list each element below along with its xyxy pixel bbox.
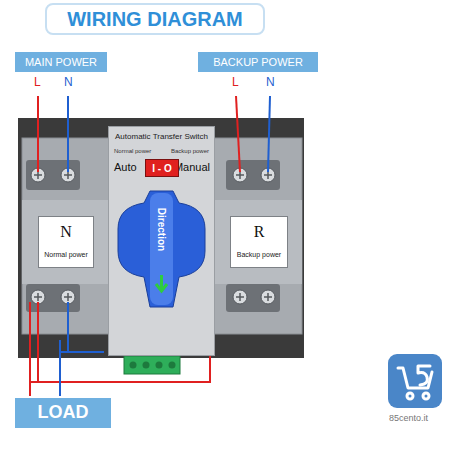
line-terminal-letter: L bbox=[34, 76, 41, 89]
screw-slot bbox=[64, 293, 72, 301]
back-plate bbox=[18, 118, 304, 358]
backup-power-band: BACKUP POWER bbox=[198, 52, 318, 72]
switch-panel: Automatic Transfer SwitchNormal power Bac… bbox=[108, 126, 215, 356]
screw-slot bbox=[264, 293, 272, 301]
node-text: I - O bbox=[152, 163, 171, 174]
logo-text: 85cento.it bbox=[389, 414, 428, 424]
screw bbox=[261, 290, 275, 304]
node-text: Backup power bbox=[237, 251, 281, 259]
normal-power-box: N Normal power bbox=[38, 216, 94, 268]
logo-tile bbox=[388, 354, 442, 408]
main-power-band: MAIN POWER bbox=[15, 52, 107, 72]
rocker-switch: I - O bbox=[145, 159, 179, 177]
node-text: Backup power bbox=[171, 148, 209, 155]
left-module bbox=[22, 138, 110, 334]
node-text: Automatic Transfer Switch bbox=[115, 133, 208, 142]
left-module-face bbox=[22, 200, 110, 284]
node-text: Auto bbox=[114, 161, 137, 173]
title-box: WIRING DIAGRAM bbox=[45, 3, 265, 35]
node-text: R bbox=[254, 223, 265, 241]
right-module-face bbox=[214, 200, 302, 284]
rotary-knob: Direction bbox=[114, 189, 209, 309]
node-text: Manual bbox=[174, 161, 210, 173]
node-text: LOAD bbox=[38, 403, 89, 423]
screw-slot bbox=[236, 293, 244, 301]
signal-terminal-block bbox=[124, 356, 180, 374]
node-text: Normal power bbox=[114, 148, 151, 155]
logo-cart bbox=[398, 366, 432, 399]
neutral-terminal-letter: N bbox=[266, 76, 275, 89]
screw-slot bbox=[34, 293, 42, 301]
node-text: N bbox=[60, 223, 72, 241]
node-text: Direction bbox=[156, 207, 167, 250]
screw-slot bbox=[264, 171, 272, 179]
screw-slot bbox=[34, 171, 42, 179]
screw bbox=[31, 290, 45, 304]
backup-power-box: R Backup power bbox=[230, 216, 288, 268]
terminal-block-screws bbox=[130, 362, 176, 369]
screw bbox=[61, 290, 75, 304]
node-text: Normal power bbox=[44, 251, 88, 259]
title: WIRING DIAGRAM bbox=[67, 8, 243, 30]
neutral-terminal-letter: N bbox=[64, 76, 73, 89]
screw-slot bbox=[236, 171, 244, 179]
line-terminal-letter: L bbox=[232, 76, 239, 89]
node-text: BACKUP POWER bbox=[213, 56, 303, 68]
screw-slot bbox=[64, 171, 72, 179]
right-module bbox=[214, 138, 302, 334]
node-text: MAIN POWER bbox=[25, 56, 97, 68]
screw bbox=[233, 290, 247, 304]
load-band: LOAD bbox=[15, 398, 111, 428]
